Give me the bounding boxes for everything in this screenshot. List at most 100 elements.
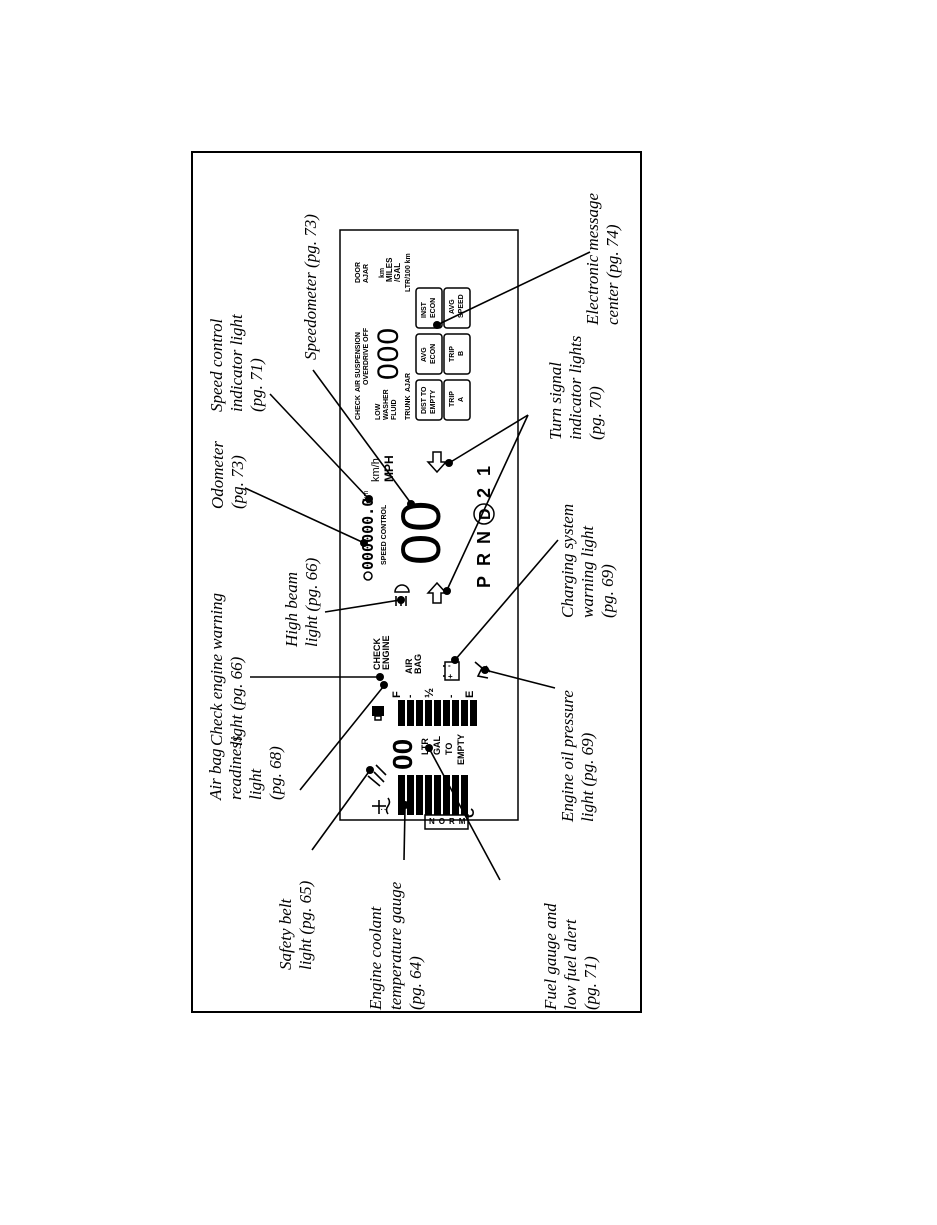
msg-button-trip-b[interactable]: TRIP B <box>443 333 471 375</box>
speed-digits: 00 <box>389 499 452 565</box>
fuel-readout: 00 LTR GAL TO EMPTY <box>387 734 466 770</box>
msg-button-label: AVG <box>449 299 456 314</box>
gear-label: D <box>477 508 494 520</box>
fuel-bar <box>398 700 405 726</box>
air-bag-text: AIR <box>404 658 414 674</box>
fuel-gauge: F - ½ - E <box>391 688 477 726</box>
leader-message-center <box>436 251 591 326</box>
callout-speed-control: Speed control indicator light (pg. 71) <box>207 313 266 412</box>
speedometer: 00 km/h MPH <box>370 455 452 565</box>
speed-unit-kmh: km/h <box>370 458 382 482</box>
callout-fuel-gauge: Fuel gauge and low fuel alert (pg. 71) <box>541 903 600 1011</box>
dot-speed-control <box>365 495 373 503</box>
temperature-gauge: NORM C ·· <box>380 775 477 830</box>
svg-text:+: + <box>448 672 453 681</box>
leader-oil <box>484 669 556 689</box>
temp-bar <box>398 775 405 815</box>
gear-label: 1 <box>474 466 494 476</box>
callout-line: light <box>246 768 265 800</box>
safety-belt-icon <box>366 764 387 787</box>
temp-bar <box>416 775 423 815</box>
callout-charging-system: Charging system warning light (pg. 69) <box>558 504 617 618</box>
callout-line: Speedometer (pg. 73) <box>301 214 320 360</box>
callout-line: Safety belt <box>276 897 295 970</box>
fuel-unit: LTR <box>420 738 430 755</box>
callout-line: center (pg. 74) <box>603 224 622 325</box>
gear-label: 2 <box>474 488 494 498</box>
callout-engine-coolant: Engine coolant temperature gauge (pg. 64… <box>366 881 425 1011</box>
msg-button-label: SPEED <box>458 294 465 318</box>
msg-button-avg-speed[interactable]: AVG SPEED <box>443 287 471 329</box>
fuel-half-label: ½ <box>422 688 436 698</box>
leader-coolant <box>403 807 406 861</box>
msg-unit: km <box>379 268 386 278</box>
temp-norm-box <box>424 814 469 830</box>
callout-oil-pressure: Engine oil pressure light (pg. 69) <box>558 690 597 823</box>
msg-button-label: DIST TO <box>421 386 428 414</box>
msg-button-trip-a[interactable]: TRIP A <box>443 379 471 421</box>
air-bag-text: BAG <box>413 654 423 674</box>
check-engine-text: CHECK <box>372 637 382 670</box>
msg-button-label: ECON <box>430 298 437 318</box>
temp-cold-label: C <box>461 808 477 818</box>
leader-turn-1 <box>448 414 529 464</box>
leader-air-bag <box>299 686 384 791</box>
msg-warning: AJAR <box>363 264 370 283</box>
msg-warning: CHECK <box>355 395 362 420</box>
fuel-bar <box>452 700 459 726</box>
temp-bar <box>434 775 441 815</box>
msg-warning: FLUID <box>391 399 398 420</box>
callout-odometer: Odometer (pg. 73) <box>208 441 247 509</box>
odometer-reset-icon <box>363 571 373 581</box>
msg-button-label: INST <box>421 301 428 318</box>
callout-line: (pg. 73) <box>228 455 247 509</box>
msg-digits: 000 <box>372 327 405 380</box>
callout-line: indicator light <box>227 313 246 412</box>
fuel-unit: GAL <box>432 736 442 756</box>
callout-check-engine: Check engine warning light (pg. 66) <box>207 593 246 746</box>
callout-line: Odometer <box>208 441 227 509</box>
leader-speedometer <box>312 369 411 503</box>
callout-line: Air bag <box>206 749 225 801</box>
gear-label: R <box>474 553 494 566</box>
cluster-panel <box>339 229 519 821</box>
callout-message-center: Electronic message center (pg. 74) <box>583 193 622 326</box>
turn-signal-left-icon <box>426 581 448 604</box>
callout-line: Engine oil pressure <box>558 690 577 823</box>
odometer: 000000.0 km <box>359 491 377 581</box>
coolant-icon <box>372 797 391 815</box>
outer-frame <box>191 151 642 1013</box>
msg-warning: OVERDRIVE OFF <box>363 327 370 385</box>
callout-line: Charging system <box>558 504 577 618</box>
leader-odometer <box>244 487 363 543</box>
fuel-bar <box>407 700 414 726</box>
gear-label: N <box>474 531 494 544</box>
dot-speedometer <box>407 500 415 508</box>
callout-line: low fuel alert <box>561 918 580 1010</box>
fuel-bar <box>434 700 441 726</box>
leader-speed-control <box>269 393 368 498</box>
msg-button-label: ECON <box>430 344 437 364</box>
msg-button-label: B <box>458 351 465 356</box>
msg-unit: /GAL <box>393 263 402 282</box>
dot-odometer <box>360 539 368 547</box>
msg-button-dist-to-empty[interactable]: DIST TO EMPTY <box>415 379 443 421</box>
msg-warning: WASHER <box>383 389 390 420</box>
msg-button-inst-econ[interactable]: INST ECON <box>415 287 443 329</box>
svg-text:-: - <box>448 661 451 670</box>
callout-line: (pg. 71) <box>247 358 266 412</box>
callout-line: indicator lights <box>566 335 585 440</box>
msg-warning: AJAR <box>405 373 412 392</box>
msg-button-avg-econ[interactable]: AVG ECON <box>415 333 443 375</box>
odometer-unit: km <box>363 491 370 501</box>
callout-line: readiness <box>226 735 245 800</box>
callout-line: High beam <box>282 572 301 648</box>
fuel-quarter-mark: - <box>405 695 416 698</box>
callout-line: light (pg. 69) <box>578 732 597 822</box>
fuel-bar <box>425 700 432 726</box>
leader-charging <box>454 539 559 661</box>
msg-button-label: A <box>458 397 465 402</box>
speed-unit-mph: MPH <box>382 455 396 482</box>
dot-charging <box>451 656 459 664</box>
